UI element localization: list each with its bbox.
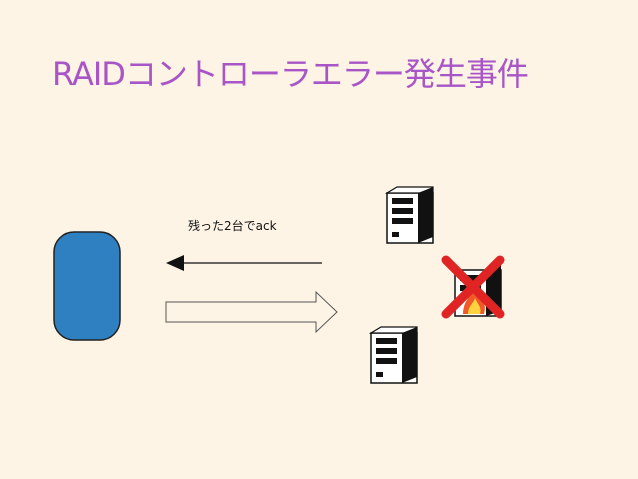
client-node xyxy=(53,231,121,341)
server-tower-icon xyxy=(384,186,434,244)
page-title: RAIDコントローラエラー発生事件 xyxy=(52,55,529,93)
ack-arrow xyxy=(166,255,322,271)
request-arrow xyxy=(165,290,338,334)
server-tower-icon xyxy=(368,326,418,384)
fire-icon xyxy=(463,288,485,314)
ack-caption: 残った2台でack xyxy=(188,219,277,233)
red-x-icon xyxy=(441,255,505,319)
